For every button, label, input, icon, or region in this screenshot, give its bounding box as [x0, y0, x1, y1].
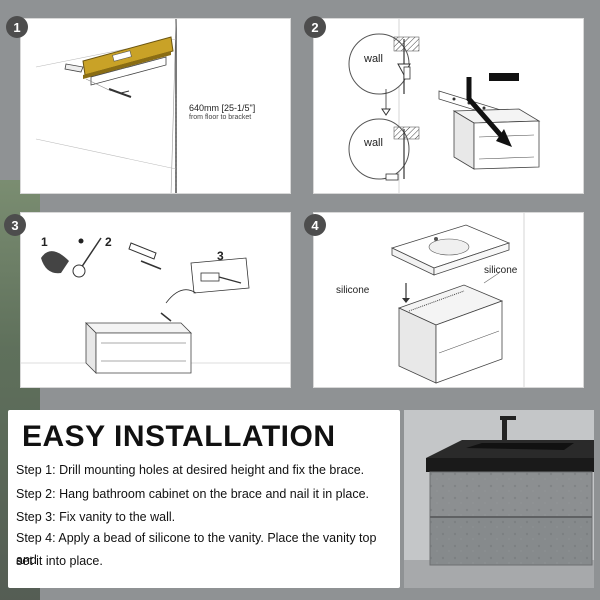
silicone-label-left: silicone: [336, 285, 370, 296]
instruction-step-4: Step 4: Apply a bead of silicone to the …: [16, 531, 377, 567]
wall-label-top: wall: [364, 53, 383, 65]
instruction-step-4-continued: set it into place.: [16, 554, 103, 568]
step-2-illustration: [348, 19, 541, 193]
instruction-step-3: Step 3: Fix vanity to the wall.: [16, 510, 176, 524]
step-2-panel: wall wall: [313, 18, 584, 194]
bracket-height-label: 640mm [25-1/5"] from floor to bracket: [189, 103, 256, 122]
page-title: EASY INSTALLATION: [22, 420, 336, 453]
detail-label-2: 2: [105, 235, 112, 249]
instruction-step-1: Step 1: Drill mounting holes at desired …: [16, 463, 365, 477]
detail-label-1: 1: [41, 235, 48, 249]
product-photo: [404, 410, 594, 588]
step-1-panel: 640mm [25-1/5"] from floor to bracket: [20, 18, 291, 194]
vanity-photo-illustration: [404, 410, 594, 588]
step-1-badge: 1: [6, 16, 28, 38]
step-4-illustration: [390, 213, 525, 387]
instruction-step-2: Step 2: Hang bathroom cabinet on the bra…: [16, 487, 370, 501]
step-3-panel: 1 2 3: [20, 212, 291, 388]
step-4-badge: 4: [304, 214, 326, 236]
step-1-illustration: [35, 19, 177, 193]
step-4-panel: silicone silicone: [313, 212, 584, 388]
wall-label-bottom: wall: [364, 137, 383, 149]
detail-label-3: 3: [217, 249, 224, 263]
step-2-badge: 2: [304, 16, 326, 38]
instructions-box: [8, 410, 400, 588]
silicone-label-right: silicone: [484, 265, 518, 276]
step-3-badge: 3: [4, 214, 26, 236]
step-3-illustration: [21, 237, 290, 374]
